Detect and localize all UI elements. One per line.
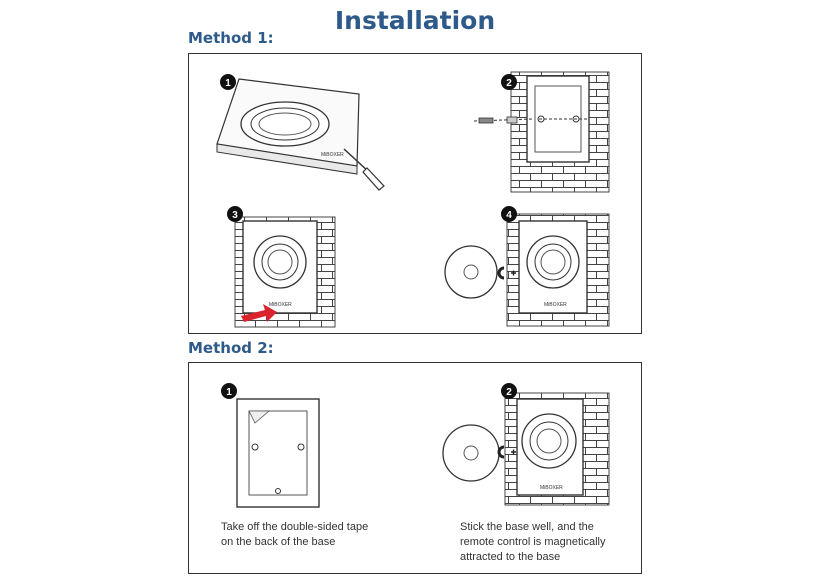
method2-label: Method 2: — [188, 339, 274, 357]
magnet-icon — [497, 266, 505, 280]
brand-mark-step1: MiBOXER — [321, 152, 344, 158]
step3-illustration: MiBOXER 3 — [227, 206, 336, 328]
page-title: Installation — [334, 6, 496, 35]
method1-label: Method 1: — [188, 29, 274, 47]
method2-panel: 1 MiBOXER 2 Take off the double-sided ta… — [188, 362, 642, 574]
m2-step1-number: 1 — [226, 387, 232, 398]
m2-step1-illustration: 1 — [221, 383, 320, 508]
step3-number: 3 — [232, 210, 238, 221]
step4-badge — [501, 206, 517, 222]
method1-panel: MiBOXER 1 2 MiBOXER — [188, 53, 642, 334]
magnet-icon-m2 — [497, 445, 505, 459]
m2-step2-badge — [501, 383, 517, 399]
m2-step2-caption: Stick the base well, and the remote cont… — [460, 521, 606, 563]
step2-badge — [501, 74, 517, 90]
step2-illustration: 2 — [473, 71, 610, 193]
m2-step1-caption: Take off the double-sided tape on the ba… — [221, 521, 369, 548]
m2-step1-badge — [221, 383, 237, 399]
step4-number: 4 — [506, 210, 512, 221]
step1-illustration: MiBOXER 1 — [216, 74, 385, 191]
method2-illustrations: 1 MiBOXER 2 — [221, 383, 610, 508]
step4-illustration: MiBOXER 4 — [444, 206, 610, 327]
brand-mark-m2: MiBOXER — [540, 485, 563, 491]
step2-number: 2 — [506, 78, 512, 89]
step1-badge — [220, 74, 236, 90]
brand-mark-step3: MiBOXER — [269, 302, 292, 308]
step3-badge — [227, 206, 243, 222]
m2-step2-illustration: MiBOXER 2 — [442, 383, 610, 506]
step1-number: 1 — [225, 78, 231, 89]
method1-illustrations: MiBOXER 1 2 MiBOXER — [216, 71, 610, 328]
m2-step2-number: 2 — [506, 387, 512, 398]
push-arrow — [241, 304, 277, 322]
brand-mark-step4: MiBOXER — [544, 302, 567, 308]
